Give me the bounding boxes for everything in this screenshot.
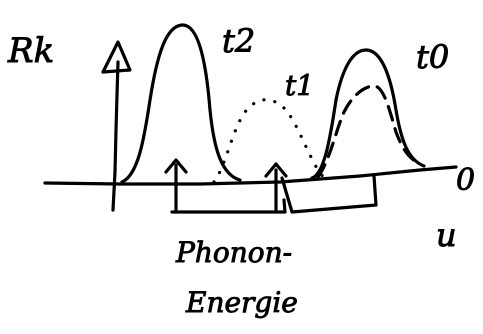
x-axis-label: u <box>436 216 457 254</box>
phonon-label-line2: Energie <box>185 286 298 319</box>
curve-t1 <box>212 98 332 184</box>
curve-t1-label: t1 <box>285 69 314 102</box>
y-axis-line <box>111 60 120 212</box>
curve-t0 <box>310 48 426 180</box>
y-axis-arrowhead <box>101 40 132 74</box>
phonon-label-line1: Phonon- <box>175 236 292 269</box>
curve-t2-label: t2 <box>222 22 255 60</box>
phonon-box <box>170 174 378 214</box>
phonon-arrowhead-right <box>264 162 288 178</box>
x-axis-line <box>43 165 458 186</box>
curve-t0-label: t0 <box>416 38 449 76</box>
curve-t0-inner <box>316 84 422 179</box>
y-axis-label: Rk <box>7 31 54 71</box>
phonon-arrowhead-left <box>164 158 188 174</box>
origin-label: 0 <box>456 163 475 198</box>
curve-t2 <box>120 23 242 184</box>
